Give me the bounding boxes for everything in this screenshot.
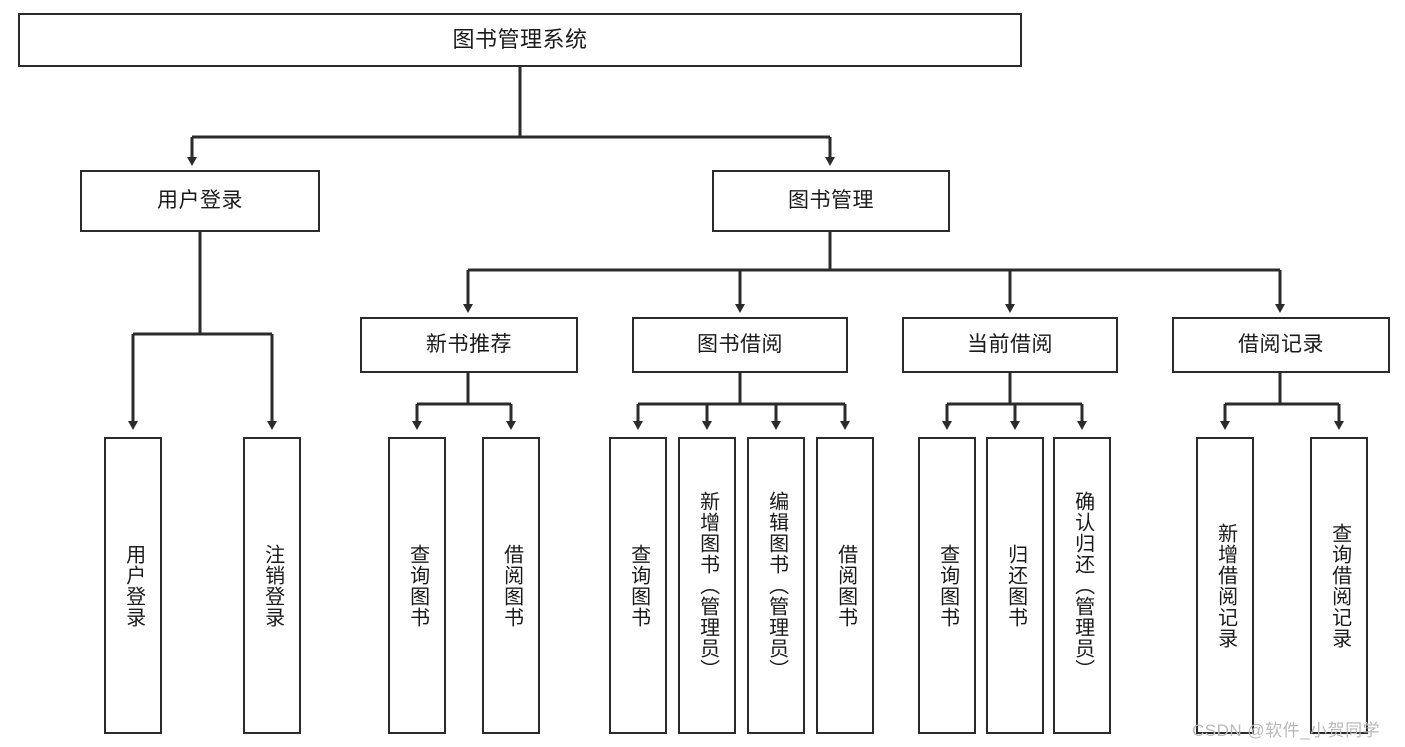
node-book-borrow[interactable]: 图书借阅: [632, 317, 848, 373]
leaf-edit-book-admin[interactable]: 编辑图书（管理员）: [747, 437, 805, 734]
node-label: 确认归还（管理员）: [1071, 491, 1094, 680]
node-label: 图书借阅: [697, 333, 783, 357]
node-borrow-record[interactable]: 借阅记录: [1172, 317, 1390, 373]
leaf-return-book[interactable]: 归还图书: [986, 437, 1044, 734]
node-book-manage[interactable]: 图书管理: [712, 170, 950, 232]
leaf-add-book-admin[interactable]: 新增图书（管理员）: [678, 437, 736, 734]
node-label: 借阅图书: [834, 543, 857, 628]
node-user-login[interactable]: 用户登录: [80, 170, 320, 232]
node-label: 图书管理系统: [452, 26, 588, 52]
leaf-query-book-recommend[interactable]: 查询图书: [388, 437, 446, 734]
node-label: 用户登录: [157, 189, 243, 213]
leaf-query-book-current[interactable]: 查询图书: [918, 437, 976, 734]
node-label: 新增借阅记录: [1214, 522, 1237, 649]
leaf-confirm-return-admin[interactable]: 确认归还（管理员）: [1053, 437, 1111, 734]
node-label: 借阅记录: [1238, 333, 1324, 357]
node-label: 用户登录: [122, 543, 145, 628]
leaf-add-borrow-record[interactable]: 新增借阅记录: [1196, 437, 1254, 734]
csdn-watermark: CSDN @软件_小贺同学: [1192, 721, 1381, 740]
node-label: 新增图书（管理员）: [696, 491, 719, 680]
node-label: 查询图书: [936, 543, 959, 628]
node-label: 图书管理: [788, 189, 874, 213]
leaf-query-borrow-record[interactable]: 查询借阅记录: [1310, 437, 1368, 734]
node-label: 查询图书: [406, 543, 429, 628]
node-label: 新书推荐: [426, 333, 512, 357]
node-label: 查询借阅记录: [1328, 522, 1351, 649]
node-label: 归还图书: [1004, 543, 1027, 628]
node-new-book-recommend[interactable]: 新书推荐: [360, 317, 578, 373]
node-current-borrow[interactable]: 当前借阅: [902, 317, 1118, 373]
leaf-query-book-borrow[interactable]: 查询图书: [609, 437, 667, 734]
leaf-logout-login[interactable]: 注销登录: [243, 437, 301, 734]
node-label: 查询图书: [627, 543, 650, 628]
node-book-management-system[interactable]: 图书管理系统: [18, 13, 1022, 67]
leaf-borrow-book-recommend[interactable]: 借阅图书: [482, 437, 540, 734]
node-label: 注销登录: [261, 543, 284, 628]
node-label: 当前借阅: [967, 333, 1053, 357]
node-label: 编辑图书（管理员）: [765, 491, 788, 680]
node-label: 借阅图书: [500, 543, 523, 628]
leaf-borrow-book[interactable]: 借阅图书: [816, 437, 874, 734]
leaf-user-login[interactable]: 用户登录: [104, 437, 162, 734]
